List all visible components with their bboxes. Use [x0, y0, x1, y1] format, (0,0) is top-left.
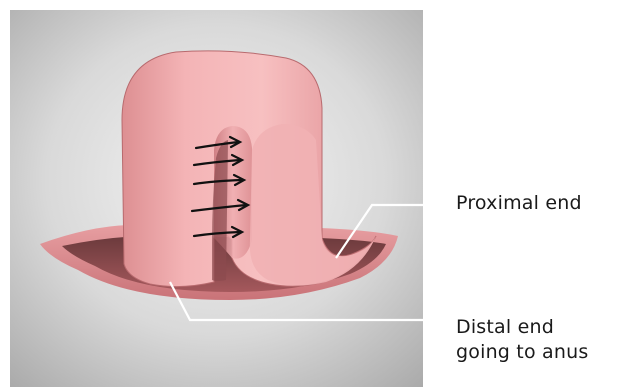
proximal-end-label: Proximal end [456, 191, 582, 216]
distal-end-label-line1: Distal end [456, 315, 588, 340]
distal-end-label-line2: going to anus [456, 340, 588, 365]
distal-end-label: Distal end going to anus [456, 315, 588, 365]
